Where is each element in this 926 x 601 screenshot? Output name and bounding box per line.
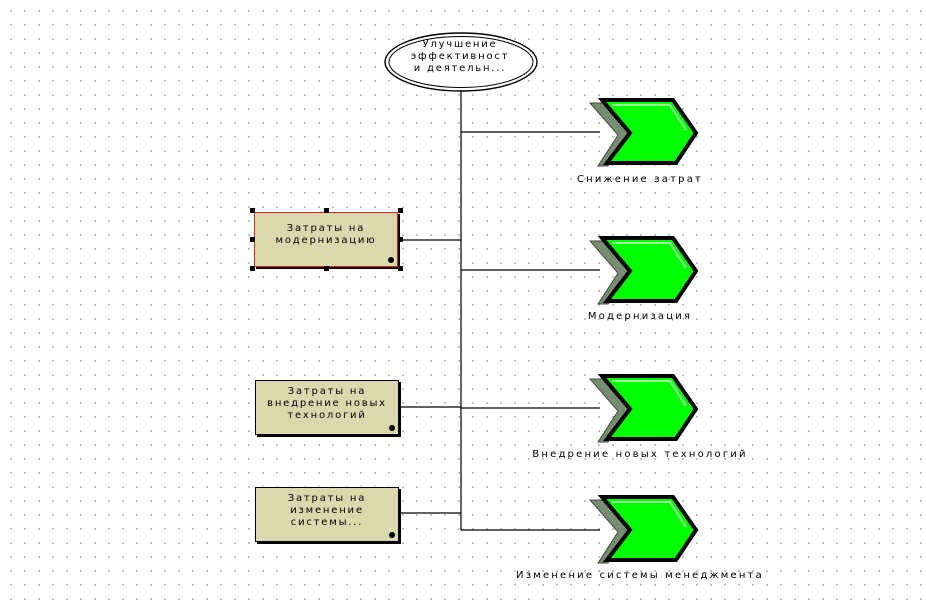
arrow-highlight	[612, 380, 687, 407]
arrow-highlight	[612, 501, 687, 528]
selection-handle-nw[interactable]	[250, 208, 255, 213]
factor-label-line-1: Затраты на	[287, 493, 367, 504]
selection-handle-sw[interactable]	[250, 266, 255, 271]
factor-label-line-2: внедрение новых	[267, 398, 387, 409]
factor-label-line-1: Затраты на	[287, 386, 367, 397]
result-label-2: Модернизация	[587, 311, 693, 322]
result-arrow-3[interactable]	[588, 374, 699, 443]
result-arrow-4[interactable]	[588, 495, 699, 564]
factor-box-modernization-costs[interactable]: Затраты на модернизацию	[254, 212, 398, 267]
result-arrow-1[interactable]	[588, 98, 699, 167]
arrow-body	[597, 236, 699, 303]
goal-node[interactable]	[384, 32, 538, 92]
factor-text: Затраты на изменение системы...	[256, 493, 398, 529]
connectors	[399, 90, 600, 531]
selection-handle-s[interactable]	[324, 266, 329, 271]
selection-handle-n[interactable]	[324, 208, 329, 213]
selection-handle-ne[interactable]	[398, 208, 403, 213]
goal-label-line-1: Улучшение	[422, 39, 498, 50]
result-label-3: Внедрение новых технологий	[532, 449, 748, 460]
factor-label-line-1: Затраты на	[286, 223, 366, 234]
selection-handle-w[interactable]	[250, 237, 255, 242]
goal-label-line-3: и деятельн...	[413, 63, 507, 74]
factor-text: Затраты на модернизацию	[255, 223, 397, 247]
factor-dot-icon	[388, 257, 394, 263]
factor-text: Затраты на внедрение новых технологий	[256, 386, 398, 422]
factor-label-line-2: изменение	[290, 505, 364, 516]
selection-handle-se[interactable]	[398, 266, 403, 271]
factor-label-line-3: технологий	[287, 410, 367, 421]
arrow-body	[597, 98, 699, 165]
result-label-4: Изменение системы менеджмента	[516, 570, 764, 581]
arrow-highlight	[612, 104, 687, 131]
factor-label-line-3: системы...	[290, 517, 364, 528]
factor-box-new-technology-costs[interactable]: Затраты на внедрение новых технологий	[255, 380, 399, 435]
factor-box-system-change-costs[interactable]: Затраты на изменение системы...	[255, 487, 399, 542]
arrow-body	[597, 374, 699, 441]
factor-dot-icon	[389, 425, 395, 431]
factor-dot-icon	[389, 532, 395, 538]
result-arrow-2[interactable]	[588, 236, 699, 305]
arrow-body	[597, 495, 699, 562]
goal-label-line-2: эффективност	[410, 51, 510, 62]
result-label-1: Снижение затрат	[576, 174, 704, 185]
factor-label-line-2: модернизацию	[275, 235, 377, 246]
selection-handle-e[interactable]	[398, 237, 403, 242]
arrow-highlight	[612, 242, 687, 269]
